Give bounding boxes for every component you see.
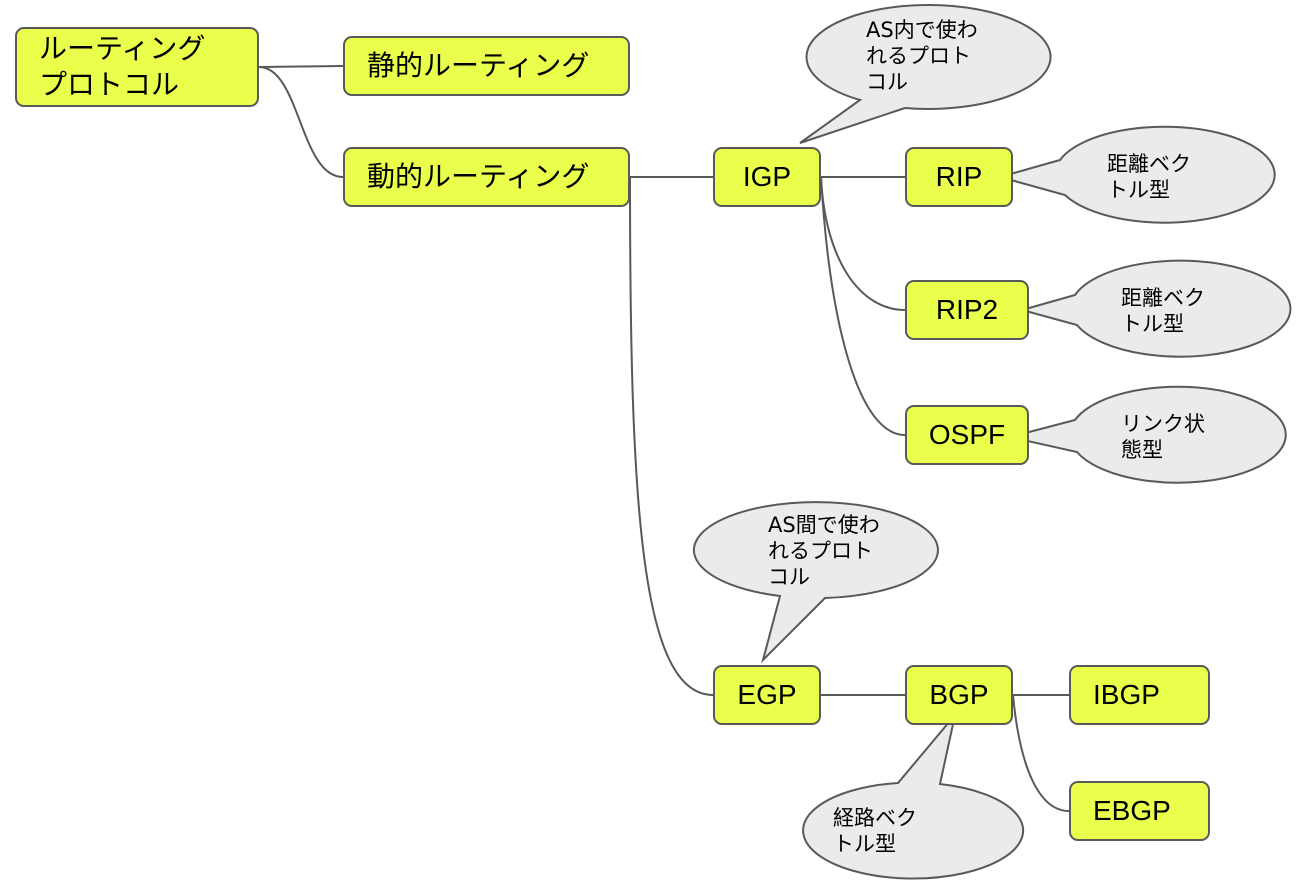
node-igp[interactable]: IGP <box>713 147 821 207</box>
edge-igp-ospf <box>820 176 906 436</box>
node-ospf[interactable]: OSPF <box>905 405 1029 465</box>
callout-bgp-text: 経路ベク トル型 <box>833 806 917 856</box>
node-ebgp[interactable]: EBGP <box>1069 781 1210 841</box>
callout-ospf-bubble <box>1009 385 1287 484</box>
node-ibgp[interactable]: IBGP <box>1069 665 1210 725</box>
callout-rip2-text: 距離ベク トル型 <box>1121 286 1205 336</box>
callout-bgp-bubble <box>802 714 1025 880</box>
callout-rip-bubble <box>996 125 1276 224</box>
node-routing-protocol[interactable]: ルーティング プロトコル <box>15 27 259 107</box>
node-rip[interactable]: RIP <box>905 147 1013 207</box>
edge-dynamic-egp <box>629 176 714 696</box>
callout-egp-text: AS間で使わ れるプロト コル <box>768 513 880 589</box>
node-static-routing[interactable]: 静的ルーティング <box>343 36 630 96</box>
edge-bgp-ebgp <box>1012 694 1070 812</box>
callout-ospf-text: リンク状 態型 <box>1121 412 1205 462</box>
callout-rip2-bubble <box>1018 259 1292 358</box>
callout-igp-bubble <box>799 3 1052 144</box>
node-rip2[interactable]: RIP2 <box>905 280 1029 340</box>
callout-rip-text: 距離ベク トル型 <box>1107 152 1191 202</box>
callout-igp-text: AS内で使わ れるプロト コル <box>866 18 978 94</box>
node-egp[interactable]: EGP <box>713 665 821 725</box>
callout-egp-bubble <box>692 501 939 664</box>
node-bgp[interactable]: BGP <box>905 665 1013 725</box>
node-dynamic-routing[interactable]: 動的ルーティング <box>343 147 630 207</box>
edge-root-dynamic <box>258 66 344 178</box>
edge-root-static <box>258 65 344 68</box>
